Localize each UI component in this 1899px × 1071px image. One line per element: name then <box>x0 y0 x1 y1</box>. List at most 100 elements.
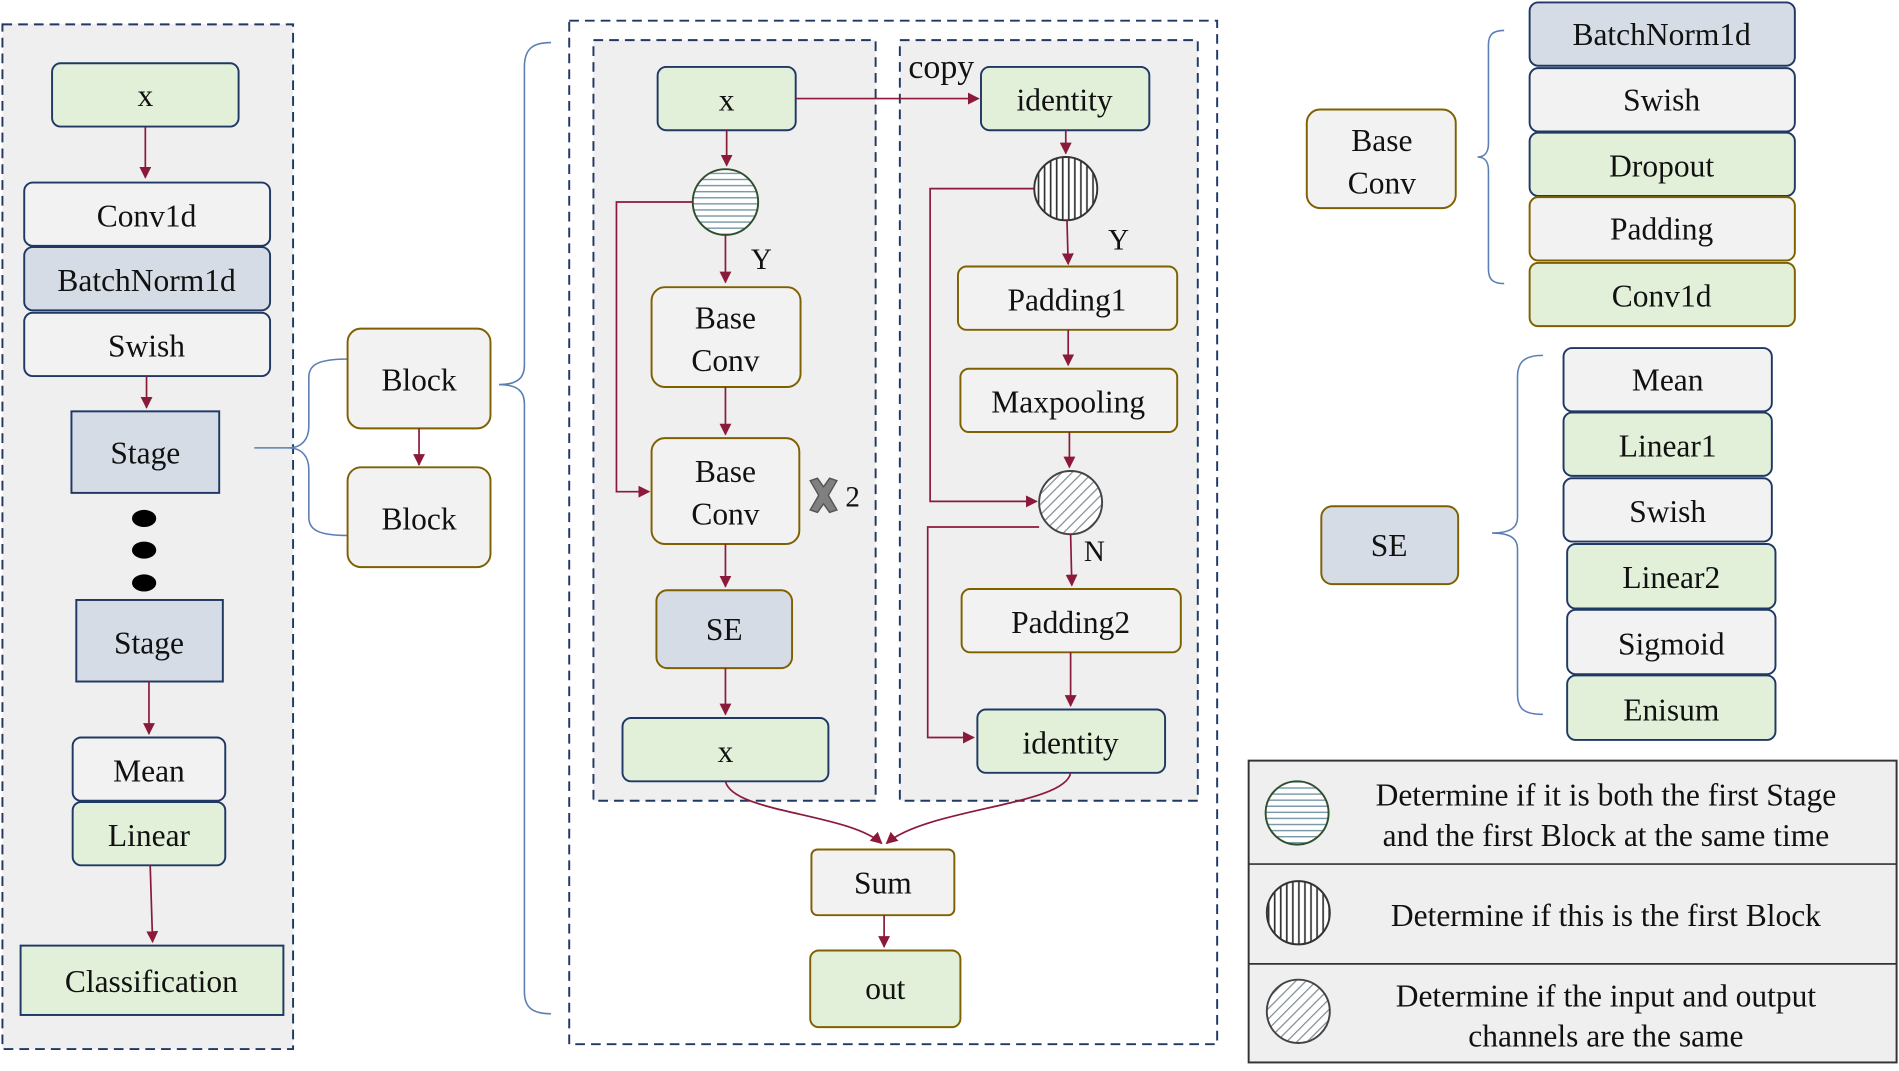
svg-text:Conv: Conv <box>691 496 759 531</box>
legend-item-3-line1: Determine if the input and output <box>1396 978 1817 1013</box>
block-input-x-box: x <box>656 65 797 132</box>
identity-bottom-box: identity <box>976 708 1167 774</box>
legend-diagonal-stripe-icon <box>1265 978 1331 1044</box>
base-conv-box-1: Base Conv <box>650 286 802 388</box>
svg-text:Conv1d: Conv1d <box>1612 279 1712 314</box>
svg-text:Base: Base <box>695 301 756 336</box>
se-box: SE <box>655 589 794 670</box>
legend: Determine if it is both the first Stage … <box>1247 759 1898 1064</box>
svg-text:identity: identity <box>1016 83 1112 118</box>
ellipsis-dot-2 <box>132 541 157 559</box>
svg-text:Mean: Mean <box>113 753 185 788</box>
se-layer-enisum: Enisum <box>1566 674 1777 741</box>
base-conv-layer-batchnorm1d: BatchNorm1d <box>1528 1 1796 67</box>
svg-text:Swish: Swish <box>1623 83 1700 118</box>
svg-text:Swish: Swish <box>1629 494 1706 529</box>
legend-item-3-line2: channels are the same <box>1468 1019 1743 1054</box>
svg-text:Base: Base <box>1351 123 1412 158</box>
svg-text:Conv: Conv <box>1348 165 1416 200</box>
ellipsis-dot-1 <box>132 509 157 527</box>
se-layer-sigmoid: Sigmoid <box>1566 608 1777 676</box>
left-panel: x Conv1d BatchNorm1d Swish Stage Stage <box>1 23 295 1051</box>
batchnorm1d-box: BatchNorm1d <box>23 246 272 312</box>
base-conv-layer-dropout: Dropout <box>1528 131 1796 197</box>
svg-text:BatchNorm1d: BatchNorm1d <box>1572 17 1751 52</box>
svg-text:Conv: Conv <box>691 343 759 378</box>
block-detail: x Y Base Conv Base Conv 2 SE x <box>568 19 1219 1046</box>
svg-text:BatchNorm1d: BatchNorm1d <box>57 263 236 298</box>
svg-text:Block: Block <box>381 363 456 398</box>
input-x-box: x <box>51 62 240 128</box>
classification-box: Classification <box>19 944 285 1016</box>
copy-label: copy <box>908 49 974 86</box>
svg-text:Classification: Classification <box>65 964 238 999</box>
legend-item-1-line1: Determine if it is both the first Stage <box>1376 778 1837 813</box>
se-definition: SE Mean Linear1 Swish Linear2 Sigmoid En… <box>1320 347 1777 741</box>
mean-box: Mean <box>71 736 227 802</box>
svg-text:Dropout: Dropout <box>1609 148 1714 183</box>
base-conv-layer-swish: Swish <box>1528 67 1796 133</box>
identity-top-box: identity <box>980 65 1151 132</box>
legend-horizontal-stripe-icon <box>1264 780 1330 846</box>
out-box: out <box>809 949 962 1029</box>
svg-text:Maxpooling: Maxpooling <box>991 384 1145 419</box>
se-layer-linear2: Linear2 <box>1566 543 1777 610</box>
first-stage-block-decision-icon <box>691 168 760 236</box>
svg-text:Block: Block <box>381 501 456 536</box>
se-layer-swish: Swish <box>1562 477 1773 543</box>
stage-bracket <box>254 358 349 537</box>
right-yes-label: Y <box>1108 224 1129 256</box>
block-bracket <box>498 41 552 1015</box>
svg-text:Padding2: Padding2 <box>1011 605 1130 640</box>
se-bracket <box>1492 354 1543 716</box>
block-box-2: Block <box>346 466 492 569</box>
svg-text:Padding1: Padding1 <box>1008 282 1127 317</box>
svg-text:Base: Base <box>695 454 756 489</box>
base-conv-bracket <box>1477 29 1505 285</box>
base-conv-box-2: Base Conv <box>650 437 801 545</box>
channel-match-decision-icon <box>1038 470 1104 536</box>
se-layer-linear1: Linear1 <box>1562 411 1773 477</box>
svg-text:x: x <box>718 734 734 769</box>
legend-item-2-line1: Determine if this is the first Block <box>1391 898 1821 933</box>
base-conv-definition: Base Conv BatchNorm1d Swish Dropout Padd… <box>1305 1 1796 328</box>
no-label: N <box>1084 536 1105 568</box>
svg-text:SE: SE <box>706 612 743 647</box>
se-layer-mean: Mean <box>1562 347 1773 413</box>
legend-vertical-stripe-icon <box>1265 880 1331 946</box>
ellipsis-dot-3 <box>132 574 157 592</box>
first-block-decision-icon <box>1033 156 1099 222</box>
maxpooling-box: Maxpooling <box>959 367 1179 434</box>
base-conv-layer-padding: Padding <box>1528 196 1796 262</box>
stage-box-1: Stage <box>70 410 221 494</box>
svg-text:Linear: Linear <box>108 818 191 853</box>
svg-text:out: out <box>865 971 905 1006</box>
svg-text:x: x <box>719 83 735 118</box>
svg-text:Stage: Stage <box>110 436 180 471</box>
svg-text:Linear1: Linear1 <box>1619 428 1717 463</box>
block-box-1: Block <box>346 327 492 430</box>
svg-text:Swish: Swish <box>108 329 185 364</box>
swish-box: Swish <box>23 311 272 378</box>
svg-text:Conv1d: Conv1d <box>97 198 197 233</box>
conv1d-box: Conv1d <box>23 181 272 247</box>
svg-text:SE: SE <box>1371 528 1408 563</box>
padding2-box: Padding2 <box>960 588 1182 654</box>
sum-box: Sum <box>810 848 956 917</box>
stage-box-2: Stage <box>75 599 224 683</box>
svg-text:identity: identity <box>1023 725 1119 760</box>
base-conv-label-box: Base Conv <box>1305 108 1457 210</box>
svg-text:Padding: Padding <box>1610 212 1713 247</box>
block-output-x-box: x <box>621 717 830 783</box>
legend-item-1-line2: and the first Block at the same time <box>1383 818 1830 853</box>
svg-text:Linear2: Linear2 <box>1622 560 1720 595</box>
svg-text:Stage: Stage <box>114 625 184 660</box>
left-yes-label: Y <box>751 244 772 276</box>
base-conv-layer-conv1d: Conv1d <box>1528 261 1796 328</box>
svg-text:Sigmoid: Sigmoid <box>1618 627 1725 662</box>
svg-text:Sum: Sum <box>854 865 912 900</box>
svg-text:x: x <box>137 78 153 113</box>
svg-text:Enisum: Enisum <box>1623 692 1720 727</box>
linear-box: Linear <box>71 801 227 867</box>
